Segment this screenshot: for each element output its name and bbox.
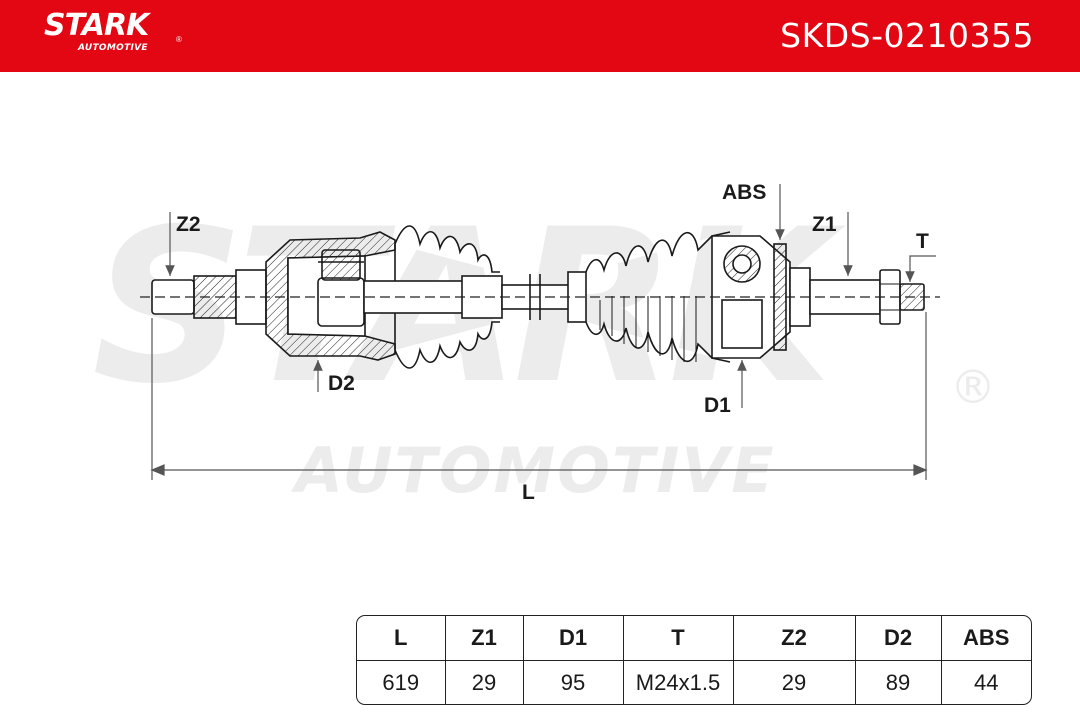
l-arrow-left — [150, 464, 165, 476]
spec-value-l: 619 — [357, 660, 446, 704]
inner-joint-housing — [265, 231, 396, 361]
spec-header-row: L Z1 D1 T Z2 D2 ABS — [357, 616, 1031, 661]
spec-header-t: T — [623, 616, 734, 661]
l-arrow-right — [913, 464, 928, 476]
header-bar: STARK AUTOMOTIVE ® SKDS-0210355 — [0, 0, 1080, 72]
label-abs: ABS — [722, 181, 767, 204]
spec-header-z1: Z1 — [445, 616, 524, 661]
spec-table: L Z1 D1 T Z2 D2 ABS 619 29 95 M24x1.5 29… — [356, 615, 1032, 705]
spec-value-abs: 44 — [974, 669, 999, 695]
spec-value-row: 619 29 95 M24x1.5 29 89 44 — [357, 660, 1031, 704]
part-number: SKDS-0210355 — [780, 16, 1034, 55]
label-d1: D1 — [704, 394, 731, 417]
registered-mark: ® — [176, 35, 182, 44]
spec-value-t: M24x1.5 — [623, 660, 734, 704]
spec-value-d1: 95 — [523, 660, 624, 704]
spec-header-l: L — [357, 616, 446, 661]
brand-logo: STARK AUTOMOTIVE — [44, 8, 149, 54]
watermark-registered: ® — [950, 360, 996, 414]
spec-header-abs: ABS — [941, 616, 1031, 661]
label-l: L — [522, 481, 535, 504]
label-d2: D2 — [328, 372, 355, 395]
outer-stub-shaft — [789, 267, 925, 327]
t-leader — [905, 255, 936, 282]
spec-value-d2: 89 — [855, 660, 942, 704]
brand-name: STARK — [44, 8, 149, 43]
spec-value-z1: 29 — [445, 660, 524, 704]
spec-header-d2: D2 — [855, 616, 942, 661]
spec-header-d1: D1 — [523, 616, 624, 661]
spec-header-z2: Z2 — [733, 616, 856, 661]
brand-subtitle: AUTOMOTIVE — [78, 43, 148, 53]
inner-boot — [394, 225, 500, 369]
label-t: T — [916, 230, 929, 253]
label-z1: Z1 — [812, 213, 837, 236]
label-z2: Z2 — [176, 213, 201, 236]
outer-boot — [585, 231, 731, 363]
spec-value-z2: 29 — [733, 660, 856, 704]
